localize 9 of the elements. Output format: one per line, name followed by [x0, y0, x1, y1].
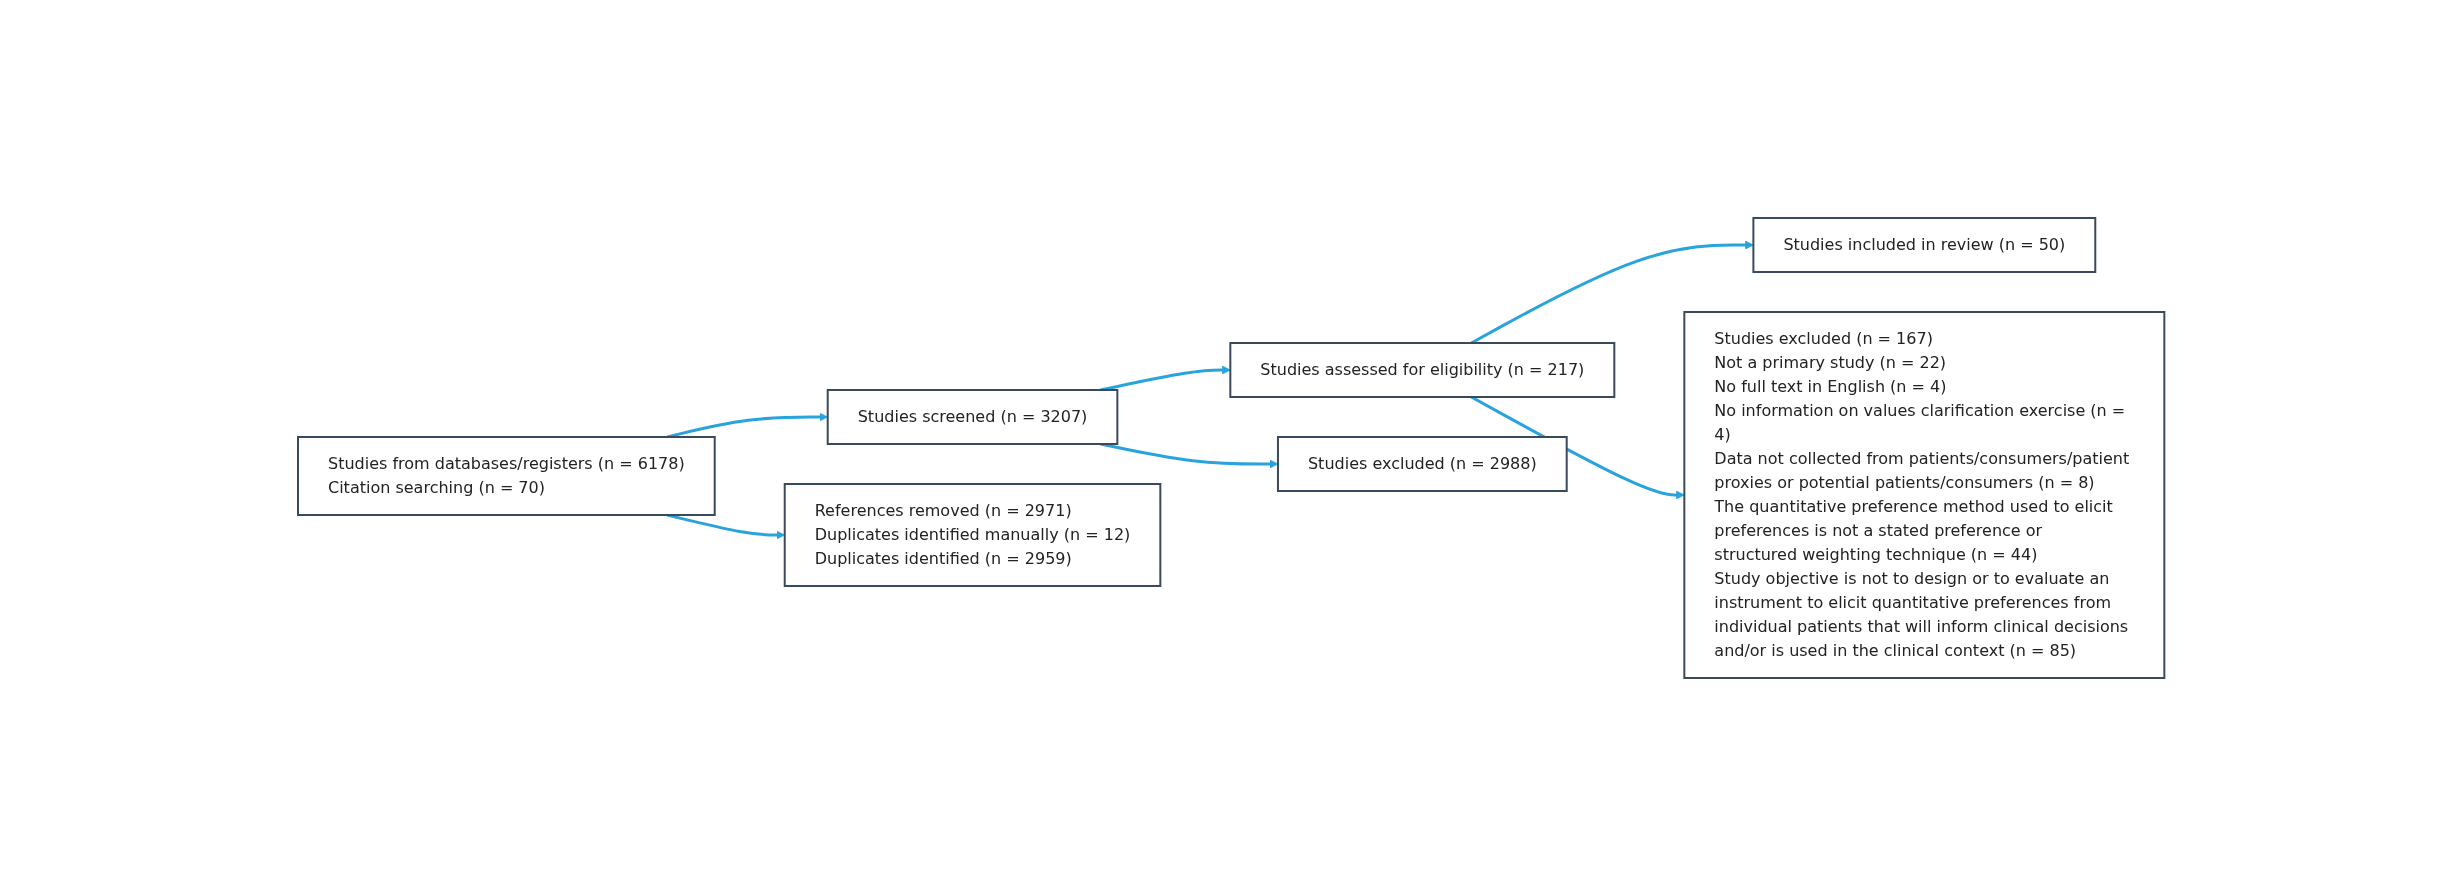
arrow	[667, 412, 829, 439]
node-box: Studies excluded (n = 167) Not a primary study (n = 22) No full text in English (n = 4) No information on values clarification exercise (n = 4) Data not collected from patients/consumers/patient proxies or potential patients/consumers (n = 8) The quantitative preference method used to elicit preferences is not a stated preference or structured weighting technique (n = 44) Study objective is not to design or to evaluate an instrument to elicit quantitative preferences from individual patients that will inform clinical decisions and/or is used in the clinical context (n = 85)	[1683, 311, 2166, 679]
node-box: Studies excluded (n = 2988)	[1277, 436, 1568, 492]
node-box: Studies included in review (n = 50)	[1752, 217, 2097, 273]
arrow	[1100, 442, 1279, 469]
node-box: Studies screened (n = 3207)	[827, 389, 1119, 445]
node-box: Studies from databases/registers (n = 6178) Citation searching (n = 70)	[297, 436, 717, 516]
node-box: References removed (n = 2971) Duplicates identified manually (n = 12) Duplicates identified (n = 2959)	[784, 483, 1162, 587]
node-box: Studies assessed for eligibility (n = 217)	[1229, 342, 1616, 398]
